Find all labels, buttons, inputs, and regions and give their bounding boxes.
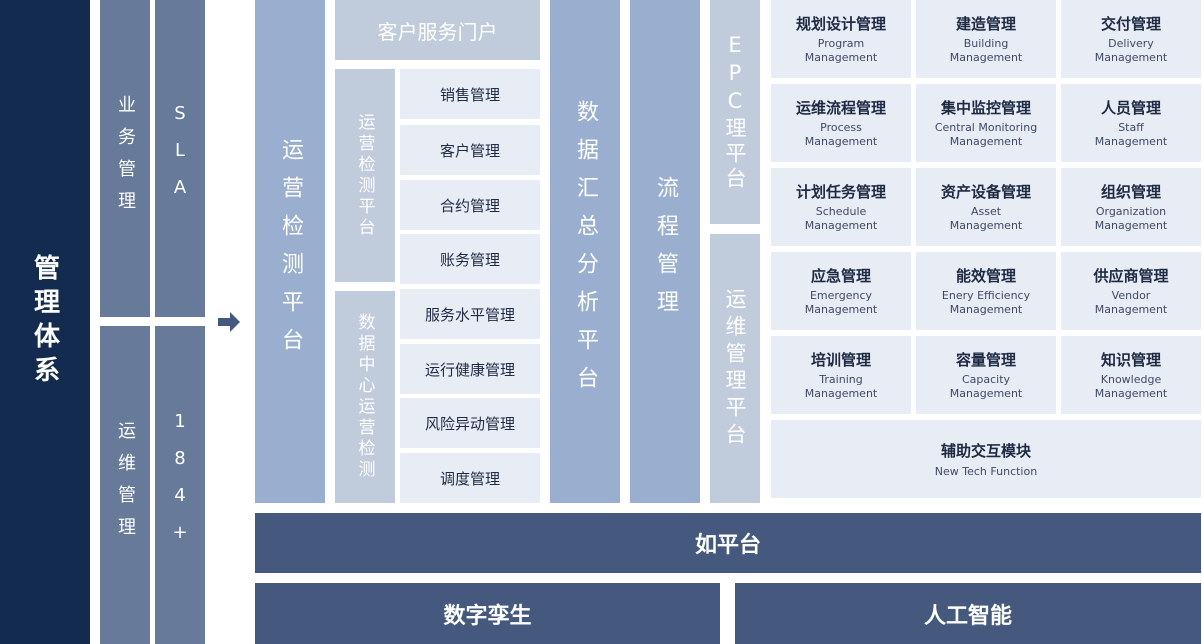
grid-module: 运维流程管理 Process Management	[771, 84, 911, 162]
module-en2: Management	[949, 135, 1023, 148]
grid-module: 建造管理 Building Management	[916, 0, 1056, 78]
module-item: 合约管理	[400, 180, 540, 230]
management-system-column: 管理体系	[0, 0, 90, 644]
module-en1: Organization	[1095, 205, 1167, 218]
grid-module: 容量管理 Capacity Management	[916, 336, 1056, 414]
module-en1: Building	[963, 37, 1009, 50]
module-en1: Training	[819, 373, 863, 386]
module-en2: Management	[949, 387, 1023, 400]
grid-module: 能效管理 Enery Efficiency Management	[916, 252, 1056, 330]
dc-ops-detect: 数据中心运营检测	[335, 291, 395, 503]
module-en2: Management	[804, 303, 878, 316]
module-cn: 供应商管理	[1093, 267, 1169, 285]
module-cn: 集中监控管理	[940, 99, 1031, 117]
module-cn: 规划设计管理	[795, 15, 886, 33]
module-item: 风险异动管理	[400, 398, 540, 448]
module-en2: Management	[804, 219, 878, 232]
module-en1: Central Monitoring	[934, 121, 1038, 134]
module-item: 调度管理	[400, 453, 540, 503]
module-en2: Management	[804, 387, 878, 400]
module-en1: Knowledge	[1100, 373, 1162, 386]
module-en1: Staff	[1118, 121, 1144, 134]
ops-detect-sub-platform: 运营检测平台	[335, 69, 395, 282]
ops-detect-platform: 运营检测平台	[255, 0, 325, 503]
module-en1: Delivery	[1108, 37, 1154, 50]
module-cn: 知识管理	[1100, 351, 1161, 369]
digital-twin: 数字孪生	[255, 583, 720, 644]
module-cn: 应急管理	[810, 267, 871, 285]
module-en1: Vendor	[1111, 289, 1151, 302]
ru-platform: 如平台	[255, 513, 1201, 573]
module-item: 运行健康管理	[400, 344, 540, 394]
module-en2: Management	[804, 51, 878, 64]
module-en1: Process	[820, 121, 862, 134]
module-en1: Asset	[970, 205, 1002, 218]
module-cn: 容量管理	[955, 351, 1016, 369]
module-en2: Management	[1094, 303, 1168, 316]
module-cn: 组织管理	[1100, 183, 1161, 201]
module-cn: 资产设备管理	[940, 183, 1031, 201]
module-cn: 建造管理	[955, 15, 1016, 33]
grid-module: 资产设备管理 Asset Management	[916, 168, 1056, 246]
process-management: 流程管理	[630, 0, 700, 503]
grid-module: 应急管理 Emergency Management	[771, 252, 911, 330]
module-en2: Management	[804, 135, 878, 148]
grid-module: 集中监控管理 Central Monitoring Management	[916, 84, 1056, 162]
grid-module: 组织管理 Organization Management	[1061, 168, 1201, 246]
module-en1: Enery Efficiency	[941, 289, 1031, 302]
module-en2: Management	[1094, 219, 1168, 232]
grid-module: 培训管理 Training Management	[771, 336, 911, 414]
module-item: 账务管理	[400, 234, 540, 284]
arrow-right-icon	[216, 310, 242, 334]
grid-module: 交付管理 Delivery Management	[1061, 0, 1201, 78]
module-en2: Management	[1094, 51, 1168, 64]
module-cn: 能效管理	[955, 267, 1016, 285]
aux-en: New Tech Function	[934, 464, 1038, 478]
module-en2: Management	[949, 51, 1023, 64]
grid-module: 知识管理 Knowledge Management	[1061, 336, 1201, 414]
business-management: 业务管理	[100, 0, 150, 317]
module-cn: 计划任务管理	[795, 183, 886, 201]
customer-portal: 客户服务门户	[335, 0, 540, 60]
epc-platform: EPC理平台	[710, 0, 760, 224]
grid-module: 供应商管理 Vendor Management	[1061, 252, 1201, 330]
module-cn: 人员管理	[1100, 99, 1161, 117]
module-en1: Program	[817, 37, 865, 50]
module-cn: 培训管理	[810, 351, 871, 369]
ops-count: 184+	[155, 326, 205, 644]
module-en1: Schedule	[815, 205, 867, 218]
module-cn: 交付管理	[1100, 15, 1161, 33]
module-en1: Emergency	[809, 289, 873, 302]
module-item: 客户管理	[400, 125, 540, 175]
aux-cn: 辅助交互模块	[940, 441, 1031, 460]
grid-module: 计划任务管理 Schedule Management	[771, 168, 911, 246]
module-en1: Capacity	[961, 373, 1011, 386]
artificial-intelligence: 人工智能	[735, 583, 1201, 644]
module-en2: Management	[1094, 135, 1168, 148]
grid-module: 规划设计管理 Program Management	[771, 0, 911, 78]
module-en2: Management	[949, 219, 1023, 232]
module-item: 销售管理	[400, 69, 540, 119]
sla: SLA	[155, 0, 205, 317]
grid-module: 人员管理 Staff Management	[1061, 84, 1201, 162]
aux-interaction-module: 辅助交互模块 New Tech Function	[771, 420, 1201, 498]
data-analysis-platform: 数据汇总分析平台	[550, 0, 620, 503]
ops-management: 运维管理	[100, 326, 150, 644]
module-cn: 运维流程管理	[795, 99, 886, 117]
module-item: 服务水平管理	[400, 289, 540, 339]
module-en2: Management	[1094, 387, 1168, 400]
ops-management-platform: 运维管理平台	[710, 234, 760, 503]
module-en2: Management	[949, 303, 1023, 316]
